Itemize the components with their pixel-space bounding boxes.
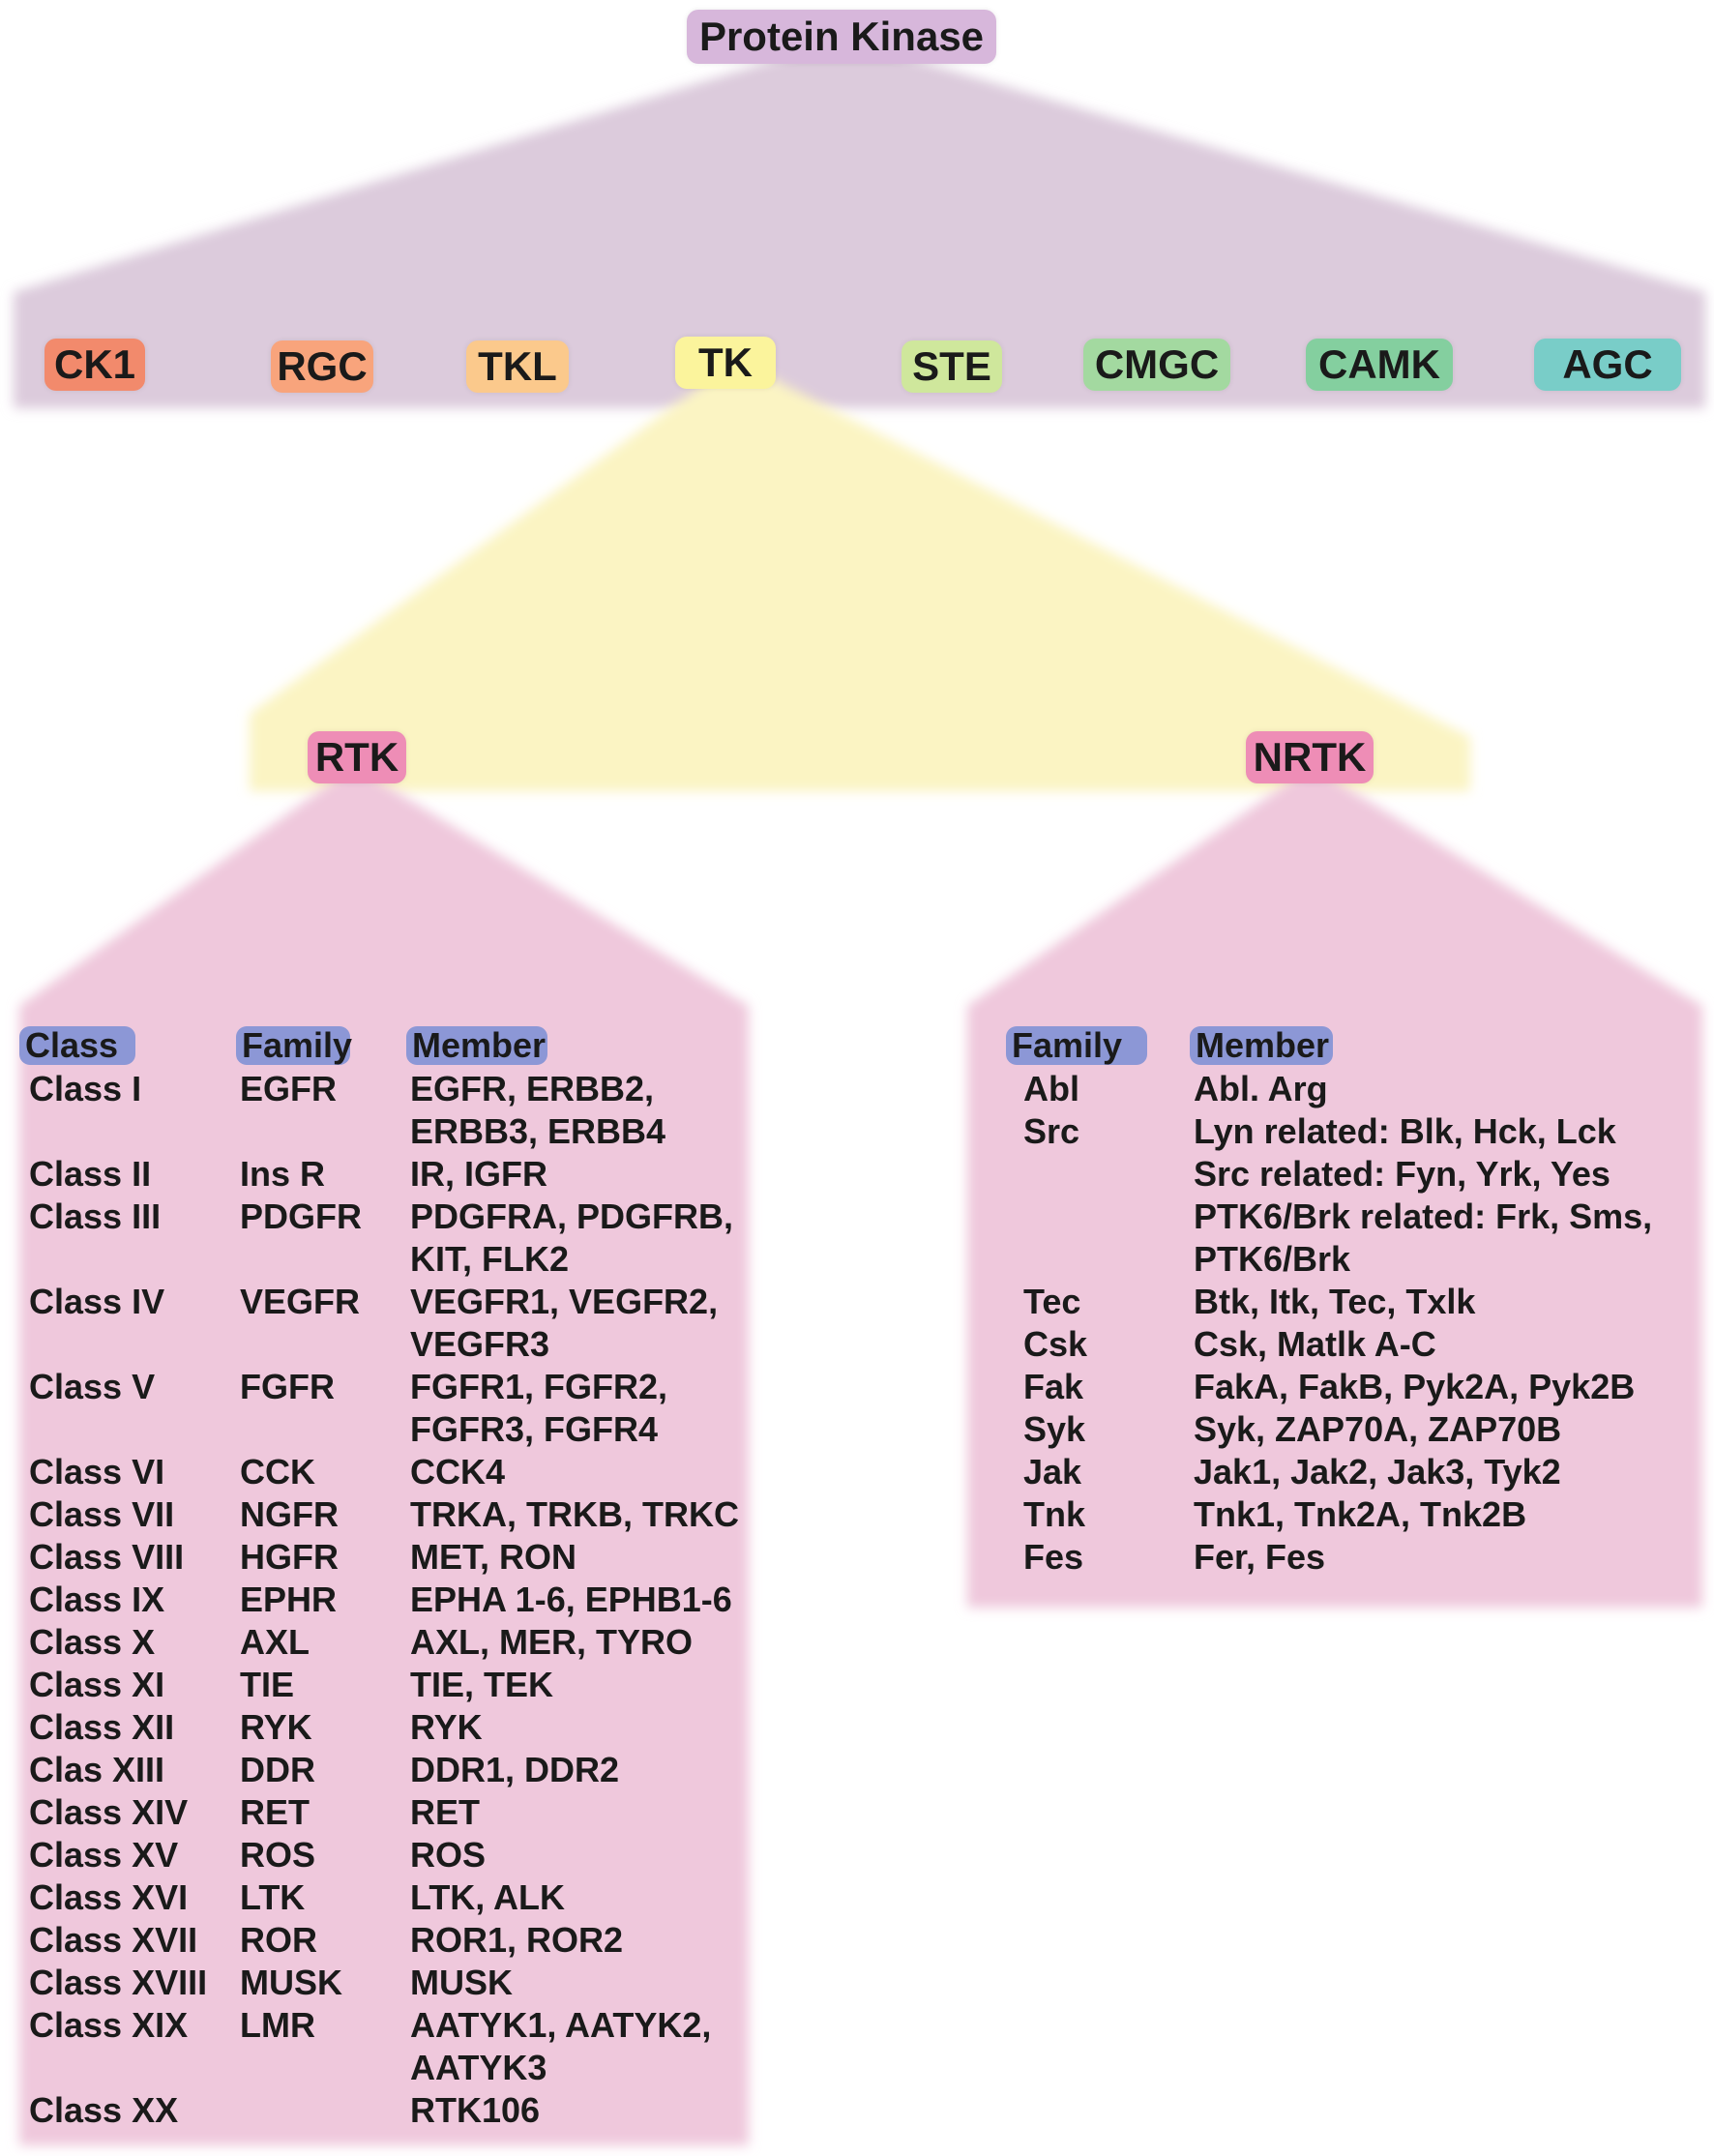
nrtk-cell-family: Jak — [1023, 1452, 1082, 1491]
nrtk-cell-member: Abl. Arg — [1194, 1069, 1328, 1108]
rtk-cell-member: ROS — [410, 1835, 487, 1875]
rtk-header-family: Family — [236, 1026, 352, 1065]
group-badge-tkl: TKL — [466, 340, 569, 393]
nrtk-cell-member: Syk, ZAP70A, ZAP70B — [1194, 1409, 1562, 1449]
rtk-cell-family: FGFR — [240, 1367, 335, 1406]
rtk-cell-member: MUSK — [410, 1963, 513, 2002]
group-badge-cmgc: CMGC — [1083, 339, 1230, 391]
rtk-cell-class: Class XVI — [29, 1877, 189, 1917]
rtk-cell-family: CCK — [240, 1452, 315, 1491]
nrtk-cell-member: Jak1, Jak2, Jak3, Tyk2 — [1194, 1452, 1561, 1491]
group-badge-camk: CAMK — [1306, 339, 1453, 391]
rtk-cell-family: EGFR — [240, 1069, 338, 1108]
rtk-cell-class: Class XI — [29, 1665, 165, 1704]
rtk-cell-member: RTK106 — [410, 2090, 541, 2130]
rtk-header-member: Member — [406, 1026, 547, 1065]
rtk-cell-member: TIE, TEK — [410, 1665, 554, 1704]
rtk-cell-member: CCK4 — [410, 1452, 506, 1491]
rtk-cell-member: VEGFR1, VEGFR2, VEGFR3 — [410, 1282, 719, 1364]
rtk-cell-member: RET — [410, 1792, 480, 1832]
nrtk-panel — [967, 766, 1702, 1608]
rtk-cell-family: ROR — [240, 1920, 317, 1960]
nrtk-cell-family: Tec — [1023, 1282, 1081, 1321]
rtk-cell-member: EPHA 1-6, EPHB1-6 — [410, 1580, 732, 1619]
rtk-cell-class: Class XX — [29, 2090, 179, 2130]
nrtk-cell-family: Tnk — [1023, 1494, 1086, 1534]
rtk-cell-member: IR, IGFR — [410, 1154, 547, 1194]
rtk-cell-member: ROR1, ROR2 — [410, 1920, 624, 1960]
rtk-cell-family: RYK — [240, 1707, 312, 1747]
protein-kinase-panel — [14, 39, 1705, 408]
rtk-cell-family: LTK — [240, 1877, 306, 1917]
rtk-cell-class: Class IV — [29, 1282, 165, 1321]
rtk-cell-class: Class X — [29, 1622, 156, 1662]
rtk-cell-member: MET, RON — [410, 1537, 577, 1577]
rtk-cell-family: RET — [240, 1792, 310, 1832]
rtk-cell-class: Clas XIII — [29, 1750, 165, 1789]
rtk-cell-family: MUSK — [240, 1963, 342, 2002]
rtk-cell-family: LMR — [240, 2005, 315, 2045]
rtk-cell-class: Class XII — [29, 1707, 175, 1747]
rtk-cell-family: DDR — [240, 1750, 315, 1789]
rtk-cell-member: AATYK1, AATYK2, AATYK3 — [410, 2005, 712, 2087]
rtk-cell-class: Class XVIII — [29, 1963, 208, 2002]
rtk-cell-class: Class IX — [29, 1580, 165, 1619]
tk-expansion-fan — [250, 369, 1470, 791]
rtk-cell-class: Class XIV — [29, 1792, 189, 1832]
rtk-cell-class: Class I — [29, 1069, 142, 1108]
rtk-cell-class: Class XV — [29, 1835, 179, 1875]
nrtk-cell-family: Fak — [1023, 1367, 1084, 1406]
rtk-cell-class: Class II — [29, 1154, 152, 1194]
nrtk-header-member: Member — [1190, 1026, 1333, 1065]
protein-kinase-badge: Protein Kinase — [687, 10, 996, 64]
rtk-cell-family: TIE — [240, 1665, 295, 1704]
nrtk-cell-member: Btk, Itk, Tec, Txlk — [1194, 1282, 1476, 1321]
rtk-cell-class: Class XVII — [29, 1920, 198, 1960]
rtk-cell-class: Class V — [29, 1367, 156, 1406]
rtk-cell-family: Ins R — [240, 1154, 326, 1194]
rtk-badge: RTK — [308, 731, 406, 783]
nrtk-cell-member: Fer, Fes — [1194, 1537, 1326, 1577]
nrtk-cell-family: Csk — [1023, 1324, 1088, 1364]
rtk-cell-family: AXL — [240, 1622, 310, 1662]
rtk-cell-member: LTK, ALK — [410, 1877, 565, 1917]
rtk-cell-class: Class VII — [29, 1494, 175, 1534]
rtk-cell-family: NGFR — [240, 1494, 339, 1534]
nrtk-cell-member: Csk, Matlk A-C — [1194, 1324, 1436, 1364]
rtk-cell-family: ROS — [240, 1835, 316, 1875]
rtk-cell-member: RYK — [410, 1707, 483, 1747]
rtk-cell-family: EPHR — [240, 1580, 338, 1619]
group-badge-ste: STE — [901, 340, 1002, 393]
rtk-cell-class: Class VIII — [29, 1537, 185, 1577]
rtk-cell-member: EGFR, ERBB2, ERBB3, ERBB4 — [410, 1069, 666, 1151]
rtk-cell-member: DDR1, DDR2 — [410, 1750, 620, 1789]
nrtk-cell-family: Abl — [1023, 1069, 1079, 1108]
group-badge-rgc: RGC — [271, 340, 373, 393]
rtk-cell-family: HGFR — [240, 1537, 339, 1577]
rtk-cell-member: PDGFRA, PDGFRB, KIT, FLK2 — [410, 1196, 734, 1279]
rtk-cell-class: Class VI — [29, 1452, 165, 1491]
nrtk-cell-member: Tnk1, Tnk2A, Tnk2B — [1194, 1494, 1527, 1534]
rtk-header-class: Class — [19, 1026, 135, 1065]
nrtk-cell-member: FakA, FakB, Pyk2A, Pyk2B — [1194, 1367, 1636, 1406]
rtk-cell-family: VEGFR — [240, 1282, 361, 1321]
rtk-cell-member: FGFR1, FGFR2, FGFR3, FGFR4 — [410, 1367, 668, 1449]
nrtk-cell-family: Syk — [1023, 1409, 1086, 1449]
nrtk-cell-family: Src — [1023, 1111, 1080, 1151]
rtk-cell-class: Class XIX — [29, 2005, 189, 2045]
rtk-cell-member: AXL, MER, TYRO — [410, 1622, 694, 1662]
nrtk-badge: NRTK — [1246, 731, 1374, 783]
rtk-cell-family: PDGFR — [240, 1196, 362, 1236]
nrtk-cell-member: Lyn related: Blk, Hck, Lck Src related: … — [1194, 1111, 1653, 1279]
nrtk-header-family: Family — [1006, 1026, 1147, 1065]
nrtk-cell-family: Fes — [1023, 1537, 1084, 1577]
group-badge-ck1: CK1 — [44, 339, 145, 391]
group-badge-agc: AGC — [1534, 339, 1681, 391]
group-badge-tk: TK — [675, 337, 776, 389]
rtk-cell-member: TRKA, TRKB, TRKC — [410, 1494, 739, 1534]
rtk-panel — [19, 766, 749, 2145]
rtk-cell-class: Class III — [29, 1196, 162, 1236]
